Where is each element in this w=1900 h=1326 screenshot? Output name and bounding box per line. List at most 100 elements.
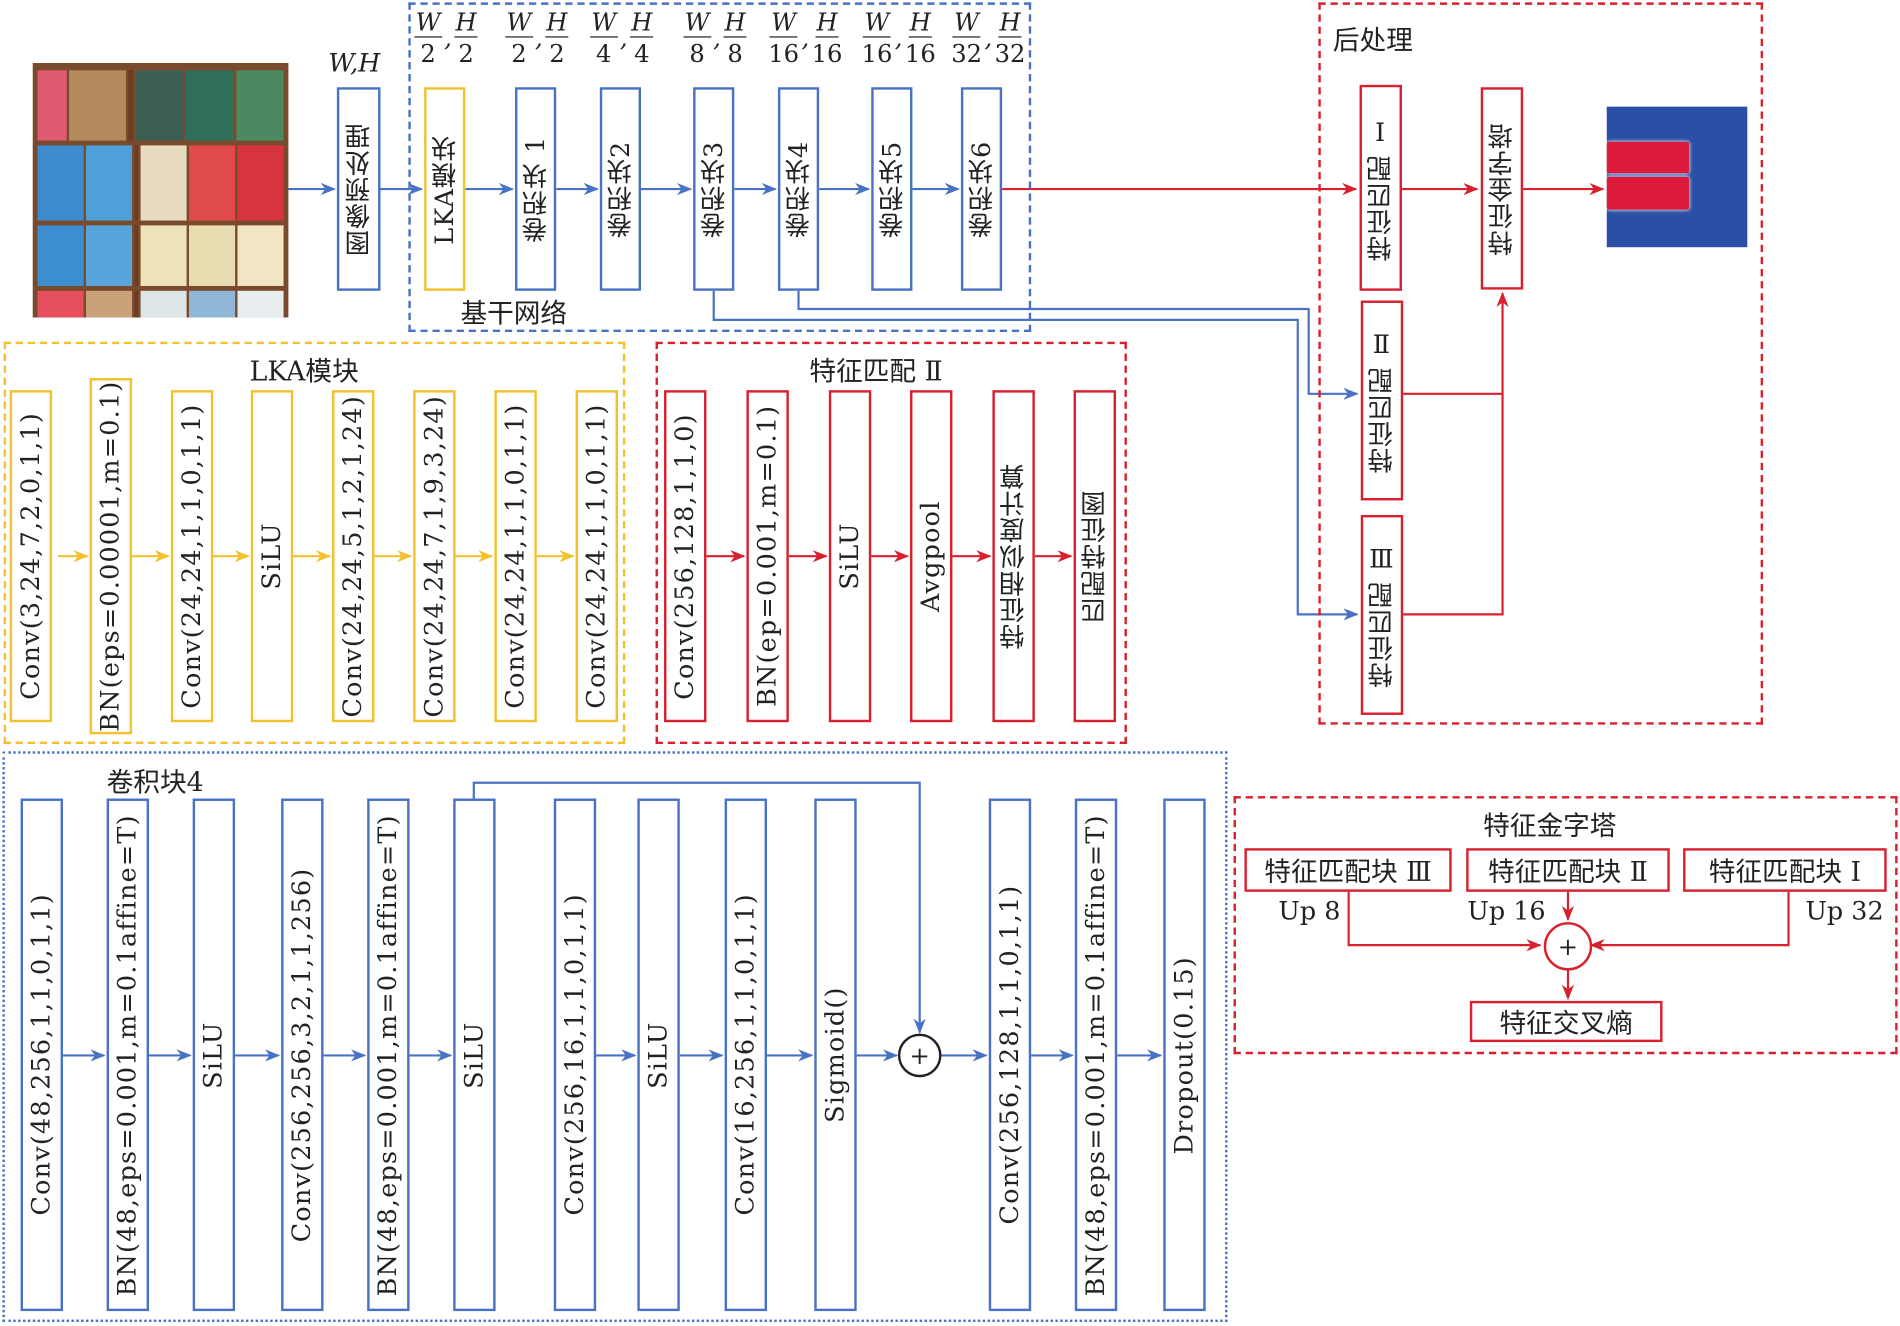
frac-w-den: 32 [951,38,983,68]
lka-block-6: Conv(24,24,7,1,9,3,24) [413,390,456,723]
match2-block-label: Conv(256,128,1,1,0) [670,412,700,700]
lka-frame [3,341,626,745]
lka-block-8: Conv(24,24,1,1,0,1,1) [575,390,618,723]
frac-w-num: W [590,7,618,38]
match2-block-6: 匹配特征图 [1073,390,1117,723]
lka-block-label: Conv(24,24,1,1,0,1,1) [176,403,206,709]
feature-match-1-label: 特征匹配 Ⅰ [1365,114,1395,261]
feature-pyramid-block: 特征金字塔 [1480,87,1524,290]
lka-block-label: BN(eps=0.00001,m=0.1) [95,380,125,732]
conv4-block-label: Dropout(0.15) [1169,955,1199,1155]
match2-block-4: Avgpool [910,390,953,723]
backbone-block-label: LKA模块 [429,133,459,245]
match2-detail-frame [655,341,1127,745]
pyramid-box-2: 特征匹配块 Ⅱ [1466,848,1670,892]
heatmap-hot-region-1 [1606,141,1690,174]
match2-block-label: BN(ep=0.001,m=0.1) [752,405,782,708]
conv4-block-label: BN(48,eps=0.001,m=0.1affine=T) [1080,813,1110,1296]
frac-h-num: H [454,7,478,38]
match2-block-5: 特征相似度计算 [992,390,1035,723]
frac-h-den: 2 [458,38,474,68]
up32-label: Up 32 [1805,896,1884,926]
preprocess-label: 图像预处理 [343,122,373,256]
wire-conv3-to-match3 [712,290,1359,621]
lka-title: LKA模块 [249,357,359,388]
conv4-block-2: BN(48,eps=0.001,m=0.1affine=T) [106,798,150,1312]
frac-w-den: 16 [861,38,893,68]
conv4-block-label: SiLU [198,1021,228,1089]
conv4-block-9: Conv(16,256,1,1,0,1,1) [724,798,768,1312]
preprocess-block: 图像预处理 [336,87,381,291]
backbone-block-6: 卷积块5 [871,87,913,291]
wire-conv4-to-match2 [797,290,1359,400]
conv4-block-10: Sigmoid() [814,798,857,1312]
conv4-block-1: Conv(48,256,1,1,0,1,1) [20,798,64,1312]
match2-block-2: BN(ep=0.001,m=0.1) [746,390,789,723]
conv4-arrows [60,781,1163,1062]
pyramid-box-1: 特征匹配块 Ⅰ [1683,848,1887,892]
frac-h-num: H [998,7,1022,38]
frac-w-den: 16 [768,38,800,68]
match2-block-label: 匹配特征图 [1079,489,1109,623]
lka-block-label: Conv(24,24,7,1,9,3,24) [419,394,449,718]
input-bookshelf-image [32,63,289,318]
conv4-block-5: BN(48,eps=0.001,m=0.1affine=T) [367,798,410,1312]
pyramid-box-3: 特征匹配块 Ⅲ [1244,848,1452,892]
postprocess-title: 后处理 [1332,26,1413,57]
conv4-block-7: Conv(256,16,1,1,0,1,1) [553,798,597,1312]
frac-h-num: H [815,7,839,38]
plus-icon: + [1557,931,1579,961]
conv4-block-label: Conv(256,16,1,1,0,1,1) [559,893,589,1217]
postprocess-frame [1318,2,1764,725]
output-heatmap [1606,106,1748,248]
feature-match-1-block: 特征匹配 Ⅰ [1359,84,1402,291]
lka-block-5: Conv(24,24,5,1,2,1,24) [332,390,375,723]
conv4-block-label: Sigmoid() [820,986,850,1124]
conv4-block-3: SiLU [192,798,236,1312]
frac-h-num: H [723,7,747,38]
frac-h-den: 16 [811,38,843,68]
match2-block-1: Conv(256,128,1,1,0) [664,390,707,723]
plus-icon: + [909,1040,930,1070]
skip-connection [472,781,926,1034]
conv4-title: 卷积块4 [106,768,204,799]
lka-block-label: SiLU [256,522,286,590]
up16-label: Up 16 [1467,896,1546,926]
conv4-block-label: BN(48,eps=0.001,m=0.1affine=T) [373,813,403,1296]
conv4-block-label: SiLU [643,1021,673,1089]
pyramid-add-node: + [1543,922,1593,971]
frac-h-den: 16 [904,38,936,68]
frac-h-den: 32 [994,38,1026,68]
frac-w-den: 2 [420,38,436,68]
conv4-block-label: Conv(256,128,1,1,0,1,1) [994,884,1024,1225]
cross-entropy-box: 特征交叉熵 [1469,1000,1663,1043]
backbone-block-4: 卷积块3 [693,87,735,291]
frac-w-num: W [414,7,442,38]
frac-w-num: W [952,7,981,38]
conv4-block-label: SiLU [459,1021,489,1089]
frac-w-den: 8 [689,38,705,68]
lka-block-label: Conv(24,24,5,1,2,1,24) [338,394,368,718]
lka-block-label: Conv(24,24,1,1,0,1,1) [581,403,611,709]
frac-h-num: H [545,7,569,38]
conv4-block-11: Conv(256,128,1,1,0,1,1) [988,798,1032,1312]
feature-match-3-label: 特征匹配 Ⅲ [1366,541,1396,689]
backbone-block-7: 卷积块6 [960,87,1003,291]
backbone-block-label: 卷积块 1 [520,135,550,243]
backbone-frame [408,2,1032,333]
backbone-block-3: 卷积块2 [599,87,642,291]
pyramid-detail-title: 特征金字塔 [1483,811,1617,843]
lka-block-label: Conv(3,24,7,2,0,1,1) [15,412,45,701]
conv4-block-6: SiLU [453,798,496,1312]
frac-h-den: 2 [549,38,565,68]
lka-block-2: BN(eps=0.00001,m=0.1) [89,378,133,735]
input-size-label: W,H [328,48,381,78]
frac-w-den: 2 [511,38,527,68]
